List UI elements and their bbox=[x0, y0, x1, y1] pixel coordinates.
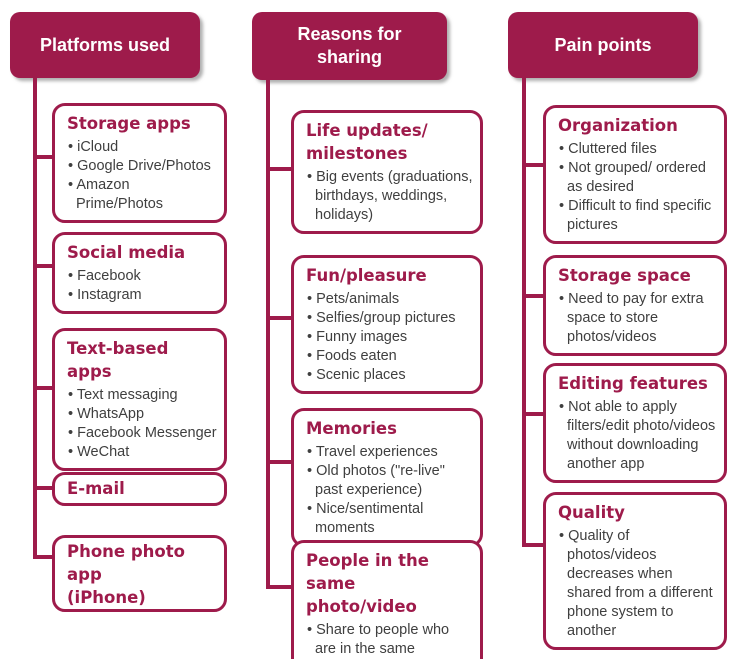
bullet-item: Old photos ("re-live" past experience) bbox=[303, 462, 474, 500]
box-title: Storage space bbox=[558, 266, 691, 285]
bullet-list: Big events (graduations, birthdays, wedd… bbox=[294, 168, 480, 225]
box-organization: Organization Cluttered files Not grouped… bbox=[543, 105, 727, 244]
box-title: Quality bbox=[558, 503, 625, 522]
bullet-item: Funny images bbox=[303, 328, 474, 347]
bullet-item: iCloud bbox=[64, 138, 218, 157]
connector-line bbox=[522, 412, 543, 416]
box-title: Storage apps bbox=[67, 114, 191, 133]
bullet-item: Instagram bbox=[64, 286, 218, 305]
box-email: E-mail bbox=[52, 472, 227, 506]
connector-line bbox=[266, 316, 291, 320]
box-quality: Quality Quality of photos/videos decreas… bbox=[543, 492, 727, 650]
box-people-in-same-photo: People in the same photo/video Share to … bbox=[291, 540, 483, 659]
bullet-list: Travel experiences Old photos ("re-live"… bbox=[294, 443, 480, 538]
box-editing-features: Editing features Not able to apply filte… bbox=[543, 363, 727, 483]
bullet-list: Quality of photos/videos decreases when … bbox=[546, 527, 724, 641]
bullet-list: Share to people who are in the same phot… bbox=[294, 621, 480, 659]
connector-line bbox=[266, 585, 291, 589]
bullet-item: Selfies/group pictures bbox=[303, 309, 474, 328]
connector-line bbox=[33, 486, 52, 490]
bullet-item: Cluttered files bbox=[555, 140, 718, 159]
bullet-item: Facebook Messenger bbox=[64, 424, 218, 443]
connector-line bbox=[33, 386, 52, 390]
bullet-item: Scenic places bbox=[303, 366, 474, 385]
bullet-list: Pets/animals Selfies/group pictures Funn… bbox=[294, 290, 480, 385]
box-title: Phone photo app (iPhone) bbox=[67, 542, 185, 607]
bullet-item: Facebook bbox=[64, 267, 218, 286]
connector-line bbox=[522, 163, 543, 167]
bullet-list: Text messaging WhatsApp Facebook Messeng… bbox=[55, 386, 224, 462]
bullet-item: Share to people who are in the same phot… bbox=[303, 621, 474, 659]
header-reasons-for-sharing: Reasons for sharing bbox=[252, 12, 447, 80]
box-title: People in the same photo/video bbox=[306, 551, 429, 616]
bullet-item: Difficult to find specific pictures bbox=[555, 197, 718, 235]
box-storage-apps: Storage apps iCloud Google Drive/Photos … bbox=[52, 103, 227, 223]
box-title: Social media bbox=[67, 243, 186, 262]
box-phone-photo-app: Phone photo app (iPhone) bbox=[52, 535, 227, 612]
bullet-item: Amazon Prime/Photos bbox=[64, 176, 218, 214]
box-title: Text-based apps bbox=[67, 339, 169, 381]
connector-line bbox=[266, 460, 291, 464]
box-social-media: Social media Facebook Instagram bbox=[52, 232, 227, 314]
bullet-item: Text messaging bbox=[64, 386, 218, 405]
connector-line bbox=[33, 155, 52, 159]
connector-line bbox=[33, 264, 52, 268]
box-text-based-apps: Text-based apps Text messaging WhatsApp … bbox=[52, 328, 227, 471]
box-memories: Memories Travel experiences Old photos (… bbox=[291, 408, 483, 547]
bullet-item: Google Drive/Photos bbox=[64, 157, 218, 176]
connector-line bbox=[522, 543, 543, 547]
bullet-item: WhatsApp bbox=[64, 405, 218, 424]
bullet-item: Not able to apply filters/edit photo/vid… bbox=[555, 398, 718, 474]
bullet-list: Not able to apply filters/edit photo/vid… bbox=[546, 398, 724, 474]
bullet-item: Pets/animals bbox=[303, 290, 474, 309]
header-platforms-used: Platforms used bbox=[10, 12, 200, 78]
bullet-item: Quality of photos/videos decreases when … bbox=[555, 527, 718, 641]
connector-line bbox=[266, 78, 270, 589]
bullet-item: Travel experiences bbox=[303, 443, 474, 462]
bullet-item: Need to pay for extra space to store pho… bbox=[555, 290, 718, 347]
connector-line bbox=[522, 76, 526, 547]
box-life-updates-milestones: Life updates/ milestones Big events (gra… bbox=[291, 110, 483, 234]
bullet-list: Need to pay for extra space to store pho… bbox=[546, 290, 724, 347]
box-title: Editing features bbox=[558, 374, 708, 393]
box-title: Fun/pleasure bbox=[306, 266, 427, 285]
box-fun-pleasure: Fun/pleasure Pets/animals Selfies/group … bbox=[291, 255, 483, 394]
bullet-list: Cluttered files Not grouped/ ordered as … bbox=[546, 140, 724, 235]
bullet-list: Facebook Instagram bbox=[55, 267, 224, 305]
box-title: Memories bbox=[306, 419, 397, 438]
connector-line bbox=[266, 167, 291, 171]
box-title: Organization bbox=[558, 116, 678, 135]
bullet-list: iCloud Google Drive/Photos Amazon Prime/… bbox=[55, 138, 224, 214]
box-title: Life updates/ milestones bbox=[306, 121, 428, 163]
connector-line bbox=[33, 555, 52, 559]
bullet-item: Big events (graduations, birthdays, wedd… bbox=[303, 168, 474, 225]
box-storage-space: Storage space Need to pay for extra spac… bbox=[543, 255, 727, 356]
connector-line bbox=[33, 76, 37, 559]
bullet-item: Nice/sentimental moments bbox=[303, 500, 474, 538]
bullet-item: Not grouped/ ordered as desired bbox=[555, 159, 718, 197]
header-pain-points: Pain points bbox=[508, 12, 698, 78]
bullet-item: Foods eaten bbox=[303, 347, 474, 366]
connector-line bbox=[522, 294, 543, 298]
bullet-item: WeChat bbox=[64, 443, 218, 462]
box-title: E-mail bbox=[67, 479, 125, 498]
